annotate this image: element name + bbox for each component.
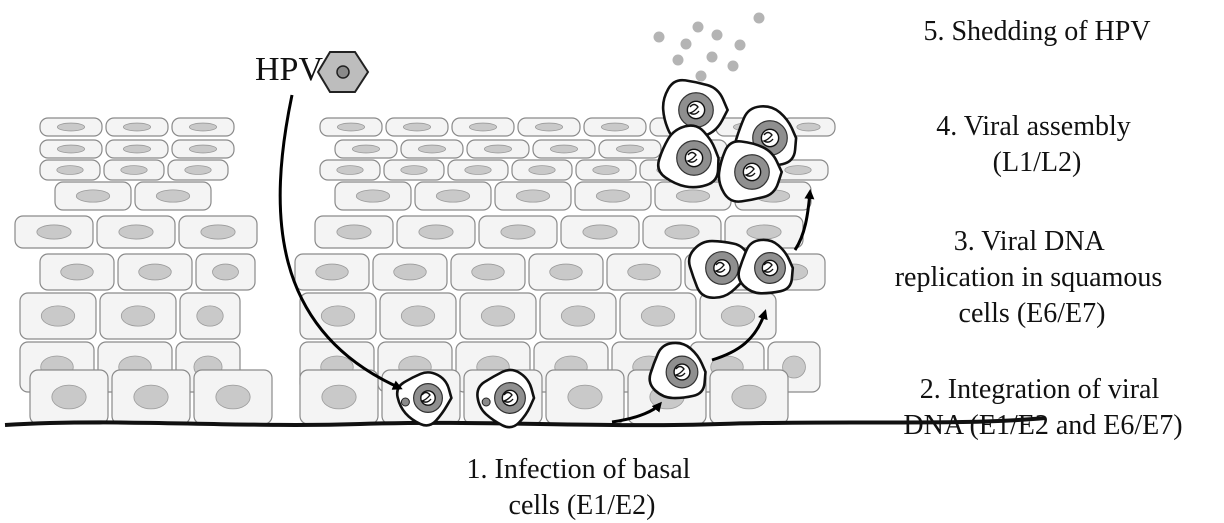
epithelial-cell xyxy=(373,254,447,290)
epithelial-cell xyxy=(335,140,397,158)
virus-particle xyxy=(654,32,665,43)
virus-particle xyxy=(681,39,692,50)
epithelial-cell xyxy=(710,370,788,424)
epithelial-cell xyxy=(546,370,624,424)
epithelial-cell xyxy=(384,160,444,180)
epithelial-cell xyxy=(300,370,378,424)
epithelial-cell xyxy=(320,118,382,136)
virus-particle xyxy=(693,22,704,33)
step5-label: 5. Shedding of HPV xyxy=(923,16,1150,47)
epithelial-cell xyxy=(460,293,536,339)
epithelial-cell xyxy=(401,140,463,158)
epithelial-cell xyxy=(180,293,240,339)
virus-particle xyxy=(696,71,707,82)
shed-virus-particles xyxy=(654,13,765,82)
epithelial-cell xyxy=(112,370,190,424)
epithelial-cell xyxy=(194,370,272,424)
virus-particle xyxy=(754,13,765,24)
epithelial-cell xyxy=(607,254,681,290)
virus-label: HPV xyxy=(255,51,323,88)
epithelial-cell xyxy=(380,293,456,339)
virus-particle xyxy=(712,30,723,41)
epithelial-cell xyxy=(179,216,257,248)
epithelial-cell xyxy=(415,182,491,210)
epithelial-cell xyxy=(104,160,164,180)
epithelial-cell xyxy=(106,118,168,136)
epithelial-cell xyxy=(295,254,369,290)
epithelial-cell xyxy=(40,140,102,158)
virus-particle xyxy=(735,40,746,51)
epithelial-cell xyxy=(561,216,639,248)
epithelial-cell xyxy=(100,293,176,339)
step1-label: 1. Infection of basal cells (E1/E2) xyxy=(467,454,698,521)
epithelial-cell xyxy=(172,118,234,136)
epithelial-cell xyxy=(40,254,114,290)
epithelial-cell xyxy=(397,216,475,248)
epithelial-cell xyxy=(448,160,508,180)
epithelial-cell xyxy=(118,254,192,290)
epithelial-cell xyxy=(320,160,380,180)
virus-particle xyxy=(707,52,718,63)
epithelial-cell xyxy=(196,254,255,290)
epithelial-cell xyxy=(135,182,211,210)
epithelial-cell xyxy=(15,216,93,248)
epithelial-cell xyxy=(168,160,228,180)
epithelial-cell xyxy=(386,118,448,136)
epithelial-cell xyxy=(479,216,557,248)
step3-label: 3. Viral DNA replication in squamous cel… xyxy=(895,226,1170,329)
epithelial-cell xyxy=(576,160,636,180)
epithelial-cell xyxy=(106,140,168,158)
epithelial-cell xyxy=(533,140,595,158)
epithelial-cell xyxy=(518,118,580,136)
epithelial-cell xyxy=(20,293,96,339)
epithelial-cell xyxy=(40,160,100,180)
epithelial-cell xyxy=(584,118,646,136)
epithelial-cell xyxy=(512,160,572,180)
epithelial-cell xyxy=(55,182,131,210)
virus-particle xyxy=(728,61,739,72)
epithelial-cell xyxy=(172,140,234,158)
epithelial-cell xyxy=(599,140,661,158)
step2-label: 2. Integration of viral DNA (E1/E2 and E… xyxy=(903,374,1182,441)
epithelial-cell xyxy=(540,293,616,339)
epithelial-cell xyxy=(495,182,571,210)
step4-label: 4. Viral assembly (L1/L2) xyxy=(936,111,1138,178)
epithelial-cell xyxy=(467,140,529,158)
epithelial-cell xyxy=(40,118,102,136)
epithelial-cell xyxy=(30,370,108,424)
virus-particle xyxy=(673,55,684,66)
hpv-virus-icon xyxy=(318,52,368,92)
epithelial-cell xyxy=(620,293,696,339)
epithelial-cell xyxy=(335,182,411,210)
epithelial-cell xyxy=(575,182,651,210)
epithelial-cell xyxy=(97,216,175,248)
epithelial-cell xyxy=(315,216,393,248)
epithelial-cell xyxy=(529,254,603,290)
epithelial-cell xyxy=(452,118,514,136)
epithelial-cell xyxy=(451,254,525,290)
